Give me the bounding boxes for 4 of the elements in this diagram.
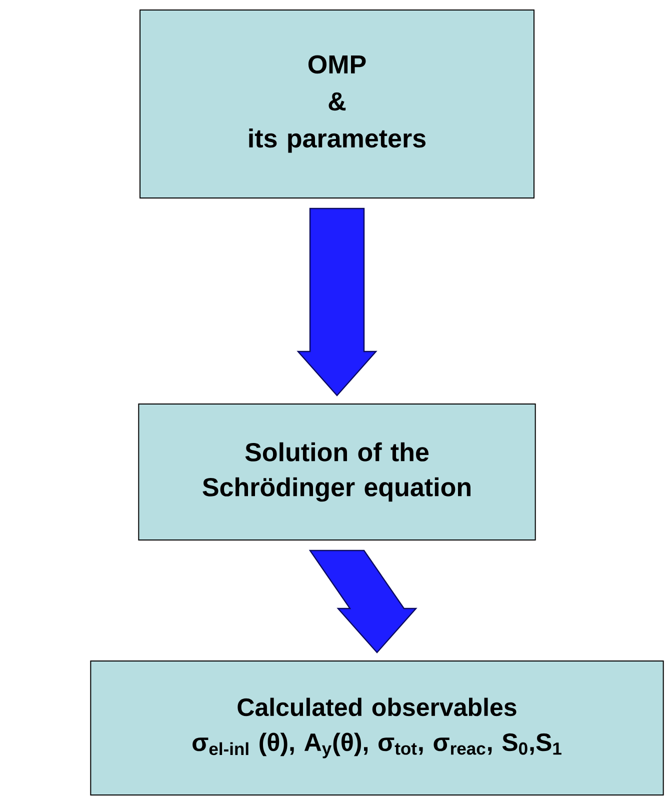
process-box: Calculated observables σ$_{el-inl}$ (θ), A$_{y}$(θ), σ$_{tot}$, σ$_{reac}$, S$_{0}$,S$_{1}$ <box>90 660 664 796</box>
process-box: OMP & its parameters <box>140 10 534 198</box>
block-arrow <box>296 208 378 396</box>
process-box: Solution of the Schrödinger equation <box>138 404 536 540</box>
